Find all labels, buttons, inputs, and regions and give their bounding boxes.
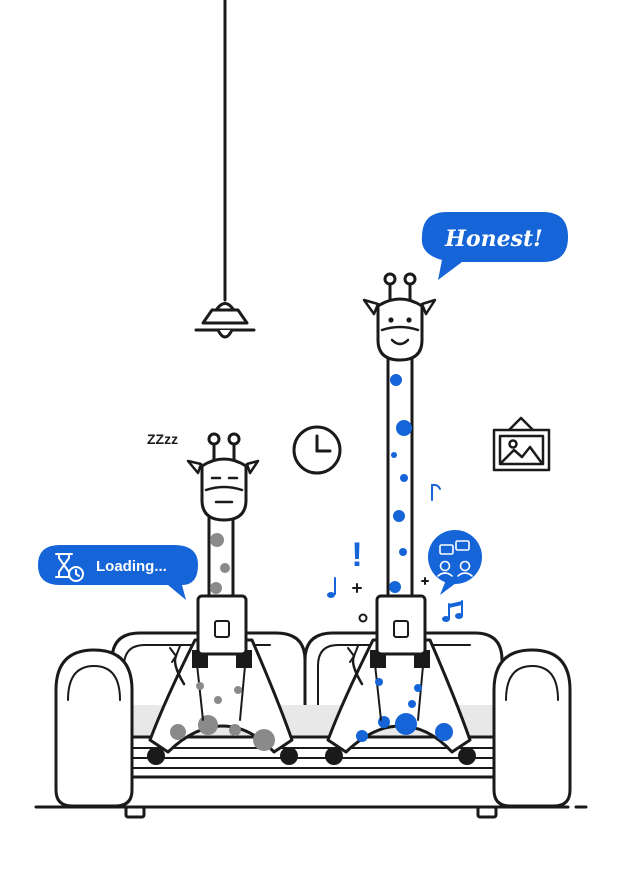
loading-speech-bubble: Loading...: [38, 545, 198, 600]
decorative-sparks: [352, 577, 429, 623]
tablet-icon: [375, 594, 427, 656]
beamed-notes-icon: [442, 600, 463, 622]
chat-people-icon: [428, 530, 482, 595]
music-note-icon: [431, 483, 441, 501]
loading-text: Loading...: [96, 558, 167, 575]
honest-speech-bubble: Honest!: [421, 212, 568, 280]
sleeping-giraffe: [147, 432, 298, 765]
sleep-zzz-text: ZZzz: [147, 431, 178, 447]
honest-text: Honest!: [444, 226, 543, 252]
exclamation-mark: !: [351, 536, 362, 574]
wall-clock-icon: [292, 425, 342, 475]
picture-frame-icon: [492, 416, 551, 472]
hourglass-icon: [55, 553, 84, 582]
ceiling-lamp-icon: [194, 0, 256, 339]
tablet-icon: [196, 594, 248, 656]
sofa-icon: [54, 631, 572, 819]
music-note-icon: [327, 577, 336, 598]
